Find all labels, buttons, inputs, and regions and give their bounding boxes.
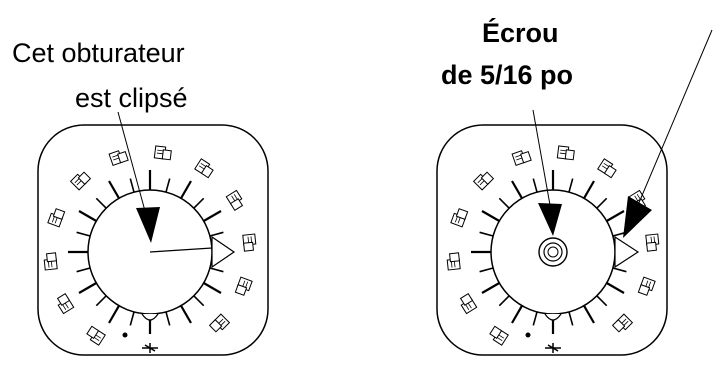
dial-tick xyxy=(129,311,135,326)
appliance-icon xyxy=(234,276,253,296)
appliance-icon xyxy=(459,292,478,315)
appliance-icon xyxy=(472,171,495,191)
dial-tick xyxy=(498,197,510,209)
dial-tick xyxy=(583,305,595,324)
left-device xyxy=(37,124,269,356)
dial-tick xyxy=(209,231,224,237)
appliance-icon xyxy=(194,158,214,179)
right-device xyxy=(436,124,668,356)
dial-tick xyxy=(78,210,97,222)
left-arrowhead xyxy=(136,207,160,243)
tool-icon xyxy=(142,343,158,353)
dial-tick xyxy=(95,295,107,307)
dial-tick xyxy=(532,311,538,326)
appliance-icon xyxy=(56,292,75,315)
appliance-icon xyxy=(511,150,532,166)
dial-tick xyxy=(203,210,222,222)
dial-tick xyxy=(95,197,107,209)
appliance-icon xyxy=(446,252,461,271)
nut-icon xyxy=(538,237,568,267)
right-arrowhead-clip xyxy=(623,196,652,238)
appliance-icon xyxy=(637,276,656,296)
left-shutter-tab xyxy=(141,313,159,321)
dial-tick xyxy=(481,282,500,294)
left-dial-ticks xyxy=(68,170,232,334)
dial-tick xyxy=(596,295,608,307)
left-appliance-icons xyxy=(43,145,257,346)
dial-tick xyxy=(180,180,192,199)
dial-tick xyxy=(568,178,574,193)
appliance-icon xyxy=(242,233,257,252)
right-label-line1: Écrou xyxy=(482,18,559,48)
small-dot-icon xyxy=(525,332,531,338)
left-shutter-line xyxy=(149,247,213,253)
dial-tick xyxy=(108,305,120,324)
appliance-icon xyxy=(208,313,231,333)
left-pointer-wedge xyxy=(211,235,236,269)
dial-tick xyxy=(76,231,91,237)
dial-tick xyxy=(606,210,625,222)
dial-tick xyxy=(511,180,523,199)
appliance-icon xyxy=(47,208,66,228)
dial-tick xyxy=(203,282,222,294)
right-leader-line-clip xyxy=(637,29,713,206)
dial-tick xyxy=(165,178,171,193)
dial-tick xyxy=(479,267,494,273)
appliance-icon xyxy=(225,189,244,212)
appliance-icon xyxy=(645,233,660,252)
dial-tick xyxy=(511,305,523,324)
dial-tick xyxy=(612,267,627,273)
dial-tick xyxy=(193,197,205,209)
small-dot-icon xyxy=(122,332,128,338)
appliance-icon xyxy=(450,208,469,228)
dial-tick xyxy=(498,295,510,307)
dial-tick xyxy=(568,311,574,326)
appliance-icon xyxy=(108,150,129,166)
leader-lines xyxy=(117,29,713,243)
dial-tick xyxy=(165,311,171,326)
right-shutter-tab xyxy=(544,313,562,321)
left-label-line2: est clipsé xyxy=(75,83,188,113)
appliance-icon xyxy=(86,325,106,346)
appliance-icon xyxy=(489,325,509,346)
dial-tick xyxy=(606,282,625,294)
dial-tick xyxy=(596,197,608,209)
left-label-line1: Cet obturateur xyxy=(12,38,185,68)
right-pointer-wedge xyxy=(614,235,640,269)
appliance-icon xyxy=(611,313,634,333)
dial-tick xyxy=(532,178,538,193)
dial-tick xyxy=(78,282,97,294)
dial-tick xyxy=(180,305,192,324)
right-arrowhead-nut xyxy=(538,203,562,236)
appliance-icon xyxy=(597,158,617,179)
tool-icon xyxy=(545,343,561,353)
right-label-line2: de 5/16 po xyxy=(441,60,574,90)
appliance-icon xyxy=(153,145,172,161)
dial-tick xyxy=(583,180,595,199)
appliance-icon xyxy=(43,252,58,271)
appliance-icon xyxy=(556,145,575,161)
dial-tick xyxy=(193,295,205,307)
dial-tick xyxy=(108,180,120,199)
appliance-icon xyxy=(69,171,92,191)
right-leader-line-nut xyxy=(532,109,551,206)
dial-tick xyxy=(481,210,500,222)
dial-tick xyxy=(209,267,224,273)
dial-tick xyxy=(479,231,494,237)
dial-tick xyxy=(76,267,91,273)
dial-tick xyxy=(129,178,135,193)
left-leader-line xyxy=(117,111,149,223)
